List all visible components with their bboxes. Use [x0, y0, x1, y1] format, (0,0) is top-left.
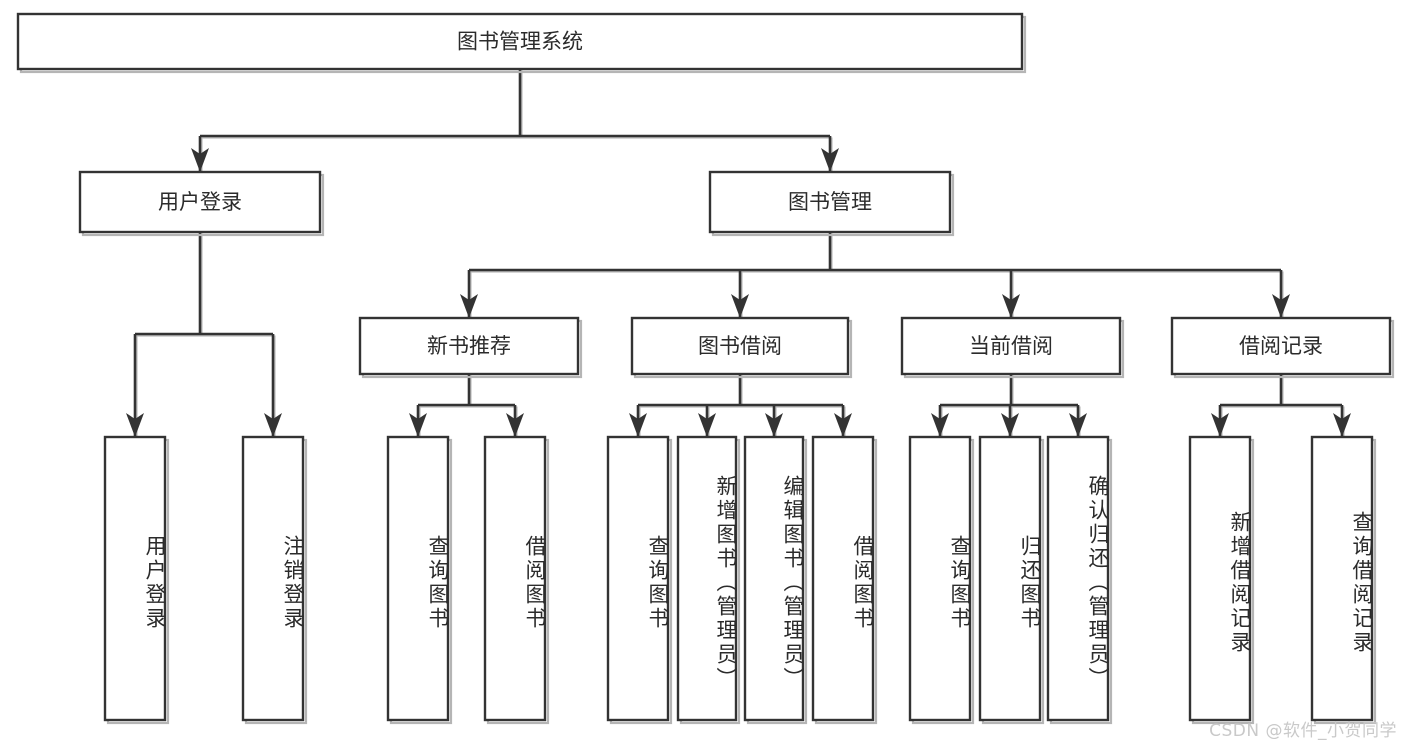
book-borrow-arrow-0: [629, 413, 647, 437]
node-query-book-1-box[interactable]: [386, 435, 450, 722]
current-borrow-arrow-2: [1069, 413, 1087, 437]
l2-node-user-login-box[interactable]: [78, 170, 322, 234]
root-node-label: 图书管理系统: [457, 30, 583, 54]
book-borrow-arrow-2: [765, 413, 783, 437]
node-edit-book-admin-box[interactable]: [743, 435, 805, 722]
new-book-recommend-arrow-1: [506, 413, 524, 437]
book-management-arrow-2: [1002, 294, 1020, 318]
root-arrow-1: [821, 148, 839, 172]
node-user-login-leaf-box[interactable]: [103, 435, 167, 722]
node-new-book-recommend-label: 新书推荐: [427, 334, 511, 358]
borrow-record-arrow-0: [1211, 413, 1229, 437]
edges-layer: [126, 69, 1351, 438]
node-current-borrow-box[interactable]: [900, 316, 1122, 376]
user-login-arrow-1: [264, 413, 282, 437]
node-query-book-2-box[interactable]: [606, 435, 670, 722]
node-borrow-record-box[interactable]: [1170, 316, 1392, 376]
l2-node-book-management-label: 图书管理: [788, 190, 872, 214]
node-borrow-record-label: 借阅记录: [1239, 334, 1323, 358]
node-return-book-box[interactable]: [978, 435, 1042, 722]
node-query-book-3-box[interactable]: [908, 435, 972, 722]
node-borrow-book-1-box[interactable]: [483, 435, 547, 722]
node-new-book-recommend-box[interactable]: [358, 316, 580, 376]
node-query-borrow-record-box[interactable]: [1310, 435, 1374, 722]
l2-node-user-login-label: 用户登录: [158, 190, 242, 214]
root-arrow-0: [191, 148, 209, 172]
nodes-layer: [16, 12, 1395, 725]
current-borrow-arrow-1: [1001, 413, 1019, 437]
node-current-borrow-label: 当前借阅: [969, 334, 1053, 358]
current-borrow-arrow-0: [931, 413, 949, 437]
csdn-watermark: CSDN @软件_小贺同学: [1209, 721, 1397, 741]
book-management-arrow-3: [1272, 294, 1290, 318]
node-user-logout-leaf-box[interactable]: [241, 435, 305, 722]
node-book-borrow-box[interactable]: [630, 316, 850, 376]
node-book-borrow-label: 图书借阅: [698, 334, 782, 358]
user-login-arrow-0: [126, 413, 144, 437]
book-management-arrow-1: [731, 294, 749, 318]
node-add-borrow-record-box[interactable]: [1188, 435, 1252, 722]
l2-node-book-management-box[interactable]: [708, 170, 952, 234]
book-management-arrow-0: [460, 294, 478, 318]
node-borrow-book-2-box[interactable]: [811, 435, 875, 722]
book-borrow-arrow-1: [698, 413, 716, 437]
new-book-recommend-arrow-0: [409, 413, 427, 437]
borrow-record-arrow-1: [1333, 413, 1351, 437]
node-add-book-admin-box[interactable]: [676, 435, 738, 722]
node-confirm-return-admin-box[interactable]: [1046, 435, 1110, 722]
book-borrow-arrow-3: [834, 413, 852, 437]
root-node-box[interactable]: [16, 12, 1024, 71]
